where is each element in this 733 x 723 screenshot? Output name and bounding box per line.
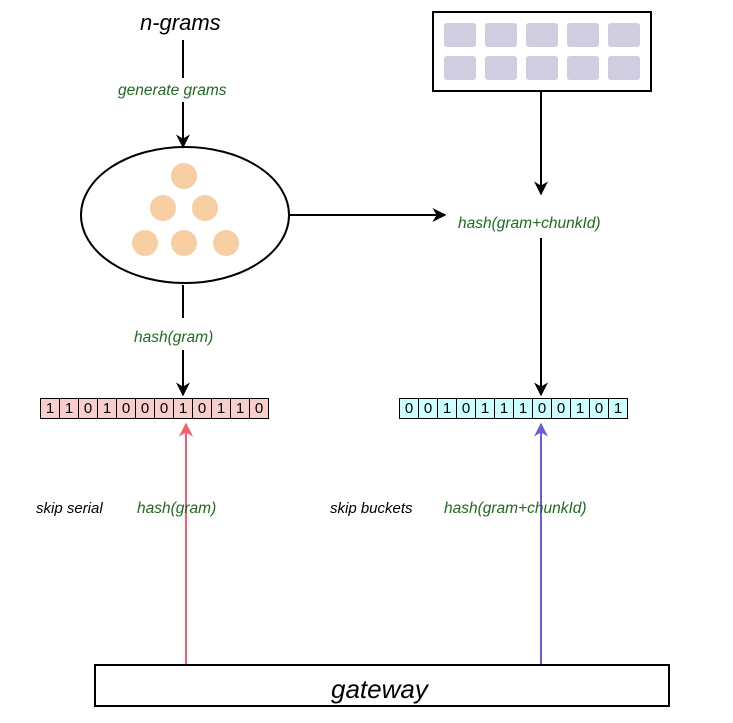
bit-cell: 1	[211, 398, 231, 419]
bit-cell: 1	[475, 398, 495, 419]
bit-cell: 1	[40, 398, 60, 419]
bit-cell: 0	[456, 398, 476, 419]
gram-circle	[171, 163, 197, 189]
bit-cell: 1	[494, 398, 514, 419]
bit-cell: 0	[249, 398, 269, 419]
chunk-cell	[567, 56, 599, 80]
bit-cell: 1	[97, 398, 117, 419]
chunk-cells	[444, 23, 640, 80]
bit-cell: 0	[78, 398, 98, 419]
bit-cell: 0	[551, 398, 571, 419]
bit-cell: 0	[399, 398, 419, 419]
bit-cell: 1	[608, 398, 628, 419]
gateway-label: gateway	[331, 674, 428, 704]
skip-serial-hash-label: hash(gram)	[137, 500, 217, 517]
bit-cell: 1	[59, 398, 79, 419]
bit-cell: 1	[173, 398, 193, 419]
bit-cell: 0	[116, 398, 136, 419]
gram-circle	[192, 195, 218, 221]
chunk-cell	[608, 56, 640, 80]
gram-circle	[132, 230, 158, 256]
chunk-cell	[567, 23, 599, 47]
bit-cell: 0	[589, 398, 609, 419]
chunk-cell	[485, 23, 517, 47]
bit-cell: 1	[437, 398, 457, 419]
gram-circles	[132, 163, 239, 256]
gateway-box	[94, 664, 670, 707]
skip-serial-label: skip serial	[36, 500, 103, 517]
chunk-cell	[526, 23, 558, 47]
bit-cell: 1	[570, 398, 590, 419]
hash-gram-chunk-label: hash(gram+chunkId)	[458, 215, 601, 232]
skip-buckets-hash-label: hash(gram+chunkId)	[444, 500, 587, 517]
bit-cell: 0	[135, 398, 155, 419]
n-grams-label: n-grams	[140, 10, 221, 35]
skip-buckets-label: skip buckets	[330, 500, 413, 517]
gram-circle	[171, 230, 197, 256]
bit-cell: 0	[532, 398, 552, 419]
bit-cell: 1	[230, 398, 250, 419]
chunk-cell	[485, 56, 517, 80]
chunk-cell	[608, 23, 640, 47]
chunk-cell	[526, 56, 558, 80]
bit-cell: 0	[418, 398, 438, 419]
bit-cell: 1	[513, 398, 533, 419]
bit-cell: 0	[192, 398, 212, 419]
bit-cell: 0	[154, 398, 174, 419]
gram-circle	[213, 230, 239, 256]
generate-grams-label: generate grams	[118, 82, 227, 99]
hash-gram-label: hash(gram)	[134, 329, 214, 346]
chunk-cell	[444, 56, 476, 80]
chunk-cell	[444, 23, 476, 47]
gram-circle	[150, 195, 176, 221]
